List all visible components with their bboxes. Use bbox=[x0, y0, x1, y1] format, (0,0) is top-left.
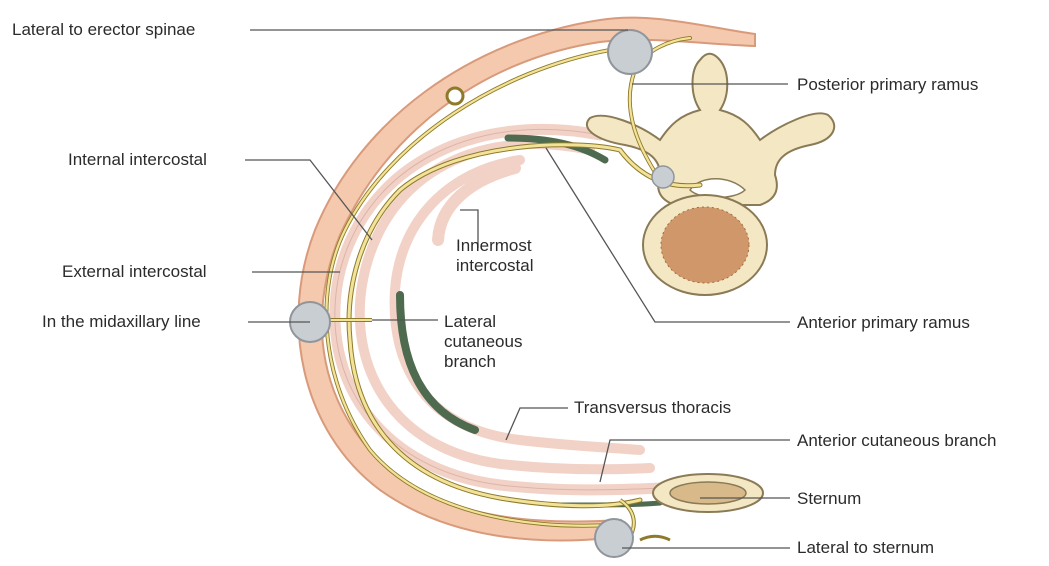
label-lateral-erector: Lateral to erector spinae bbox=[12, 20, 195, 40]
sternum-shape bbox=[653, 474, 763, 512]
label-lateral-sternum: Lateral to sternum bbox=[797, 538, 934, 558]
node-sternum bbox=[595, 519, 633, 557]
label-lateral-cutaneous: Lateral cutaneous branch bbox=[444, 312, 522, 372]
label-anterior-cutaneous: Anterior cutaneous branch bbox=[797, 431, 996, 451]
innermost-intercostal-layer bbox=[438, 168, 515, 240]
label-midaxillary: In the midaxillary line bbox=[42, 312, 201, 332]
nerve-loop bbox=[447, 88, 463, 104]
node-vertebra bbox=[652, 166, 674, 188]
label-anterior-ramus: Anterior primary ramus bbox=[797, 313, 970, 333]
label-innermost-intercostal: Innermost intercostal bbox=[456, 236, 533, 276]
label-posterior-ramus: Posterior primary ramus bbox=[797, 75, 978, 95]
label-transversus: Transversus thoracis bbox=[574, 398, 731, 418]
node-posterior bbox=[608, 30, 652, 74]
label-internal-intercostal: Internal intercostal bbox=[68, 150, 207, 170]
label-external-intercostal: External intercostal bbox=[62, 262, 207, 282]
label-sternum: Sternum bbox=[797, 489, 861, 509]
